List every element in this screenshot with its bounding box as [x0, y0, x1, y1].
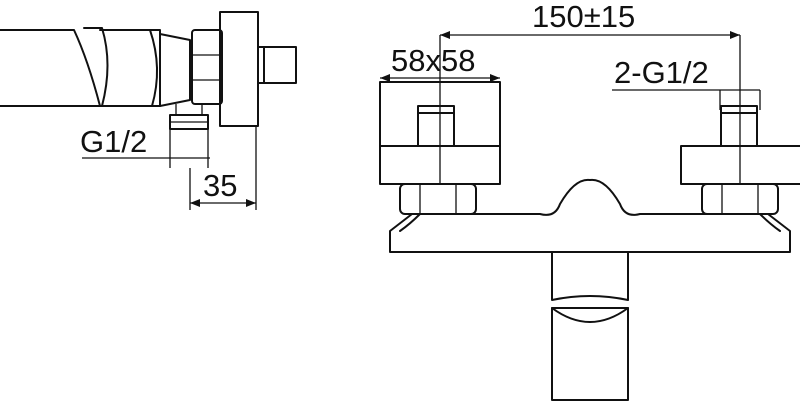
spout — [551, 251, 629, 301]
side-view-tube — [0, 29, 101, 107]
spout-outlet — [551, 307, 629, 401]
inlet-label: 2-G1/2 — [614, 55, 709, 90]
front-view — [379, 31, 800, 401]
side-view-spindle — [257, 46, 297, 84]
left-handle-spindle — [417, 105, 455, 147]
left-hex-nut — [399, 183, 477, 215]
side-view — [0, 11, 297, 210]
side-thread-label: G1/2 — [80, 124, 147, 159]
side-depth-label: 35 — [203, 168, 237, 203]
mixer-body — [389, 178, 791, 253]
side-view-tube-body — [83, 27, 109, 107]
right-handle-spindle — [720, 105, 758, 147]
side-view-hex-nut — [191, 29, 223, 105]
center-distance-label: 150±15 — [532, 0, 635, 34]
right-hex-nut — [701, 183, 779, 215]
handle-size-label: 58x58 — [391, 43, 475, 78]
side-view-flange — [219, 11, 259, 127]
